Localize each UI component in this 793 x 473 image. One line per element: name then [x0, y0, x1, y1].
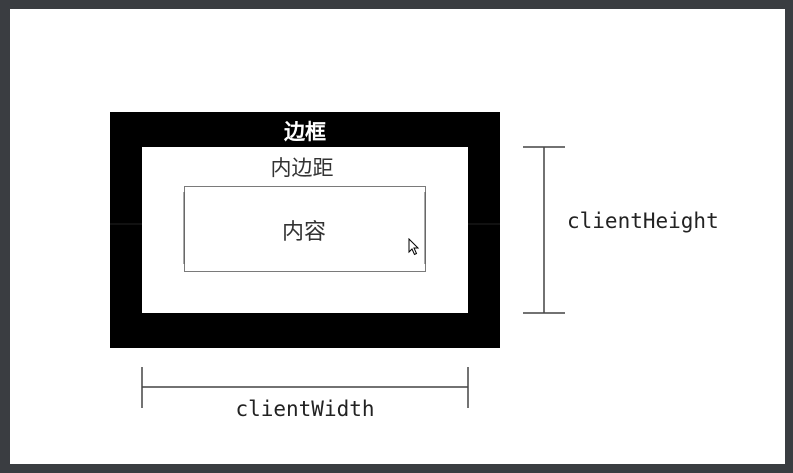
client-width-bracket: [141, 367, 469, 408]
border-label: 边框: [284, 120, 326, 144]
content-label: 内容: [281, 220, 326, 245]
client-height-label: clientHeight: [567, 209, 719, 233]
client-height-bracket: [523, 146, 565, 314]
mouse-cursor-icon: [408, 238, 420, 256]
client-width-label: clientWidth: [235, 397, 375, 421]
padding-label: 内边距: [270, 156, 334, 180]
